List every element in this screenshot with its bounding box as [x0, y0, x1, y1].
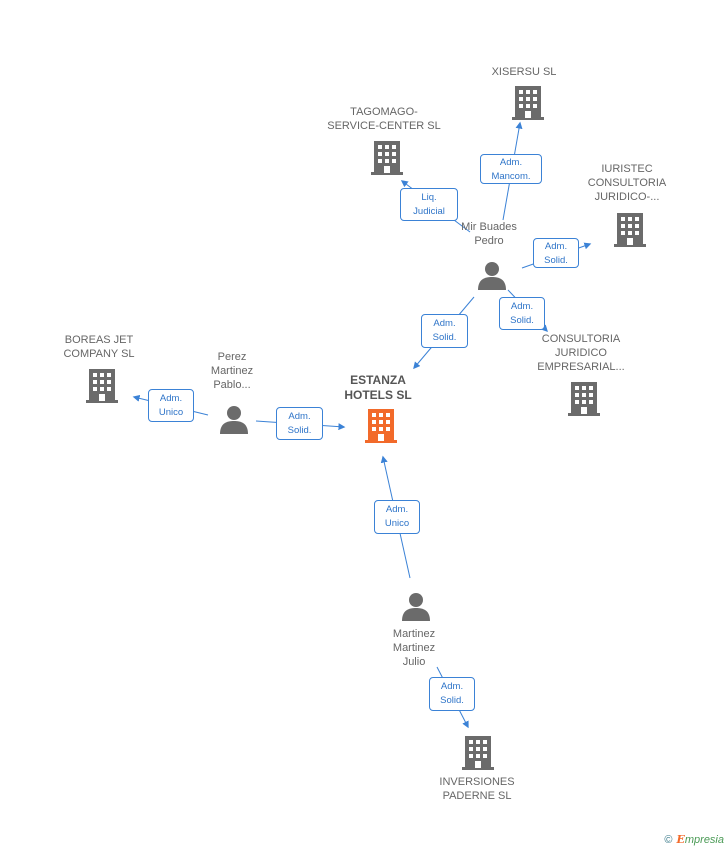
building-icon[interactable]: [462, 736, 494, 770]
node-label-martinez[interactable]: Martinez Martinez Julio: [392, 628, 436, 668]
building-icon[interactable]: [371, 141, 403, 175]
copyright-icon: ©: [664, 834, 673, 846]
node-label-center[interactable]: ESTANZA HOTELS SL: [344, 373, 412, 402]
building-icon[interactable]: [614, 213, 646, 247]
building-icon-center[interactable]: [365, 409, 397, 443]
edge-label-martinez-center[interactable]: Adm. Unico: [374, 500, 420, 534]
brand-logo-text: mpresia: [684, 834, 724, 846]
node-label-tagomago[interactable]: TAGOMAGO- SERVICE-CENTER SL: [327, 106, 441, 132]
edge-label-mir-tagomago[interactable]: Liq. Judicial: [400, 188, 458, 221]
building-icon[interactable]: [86, 369, 118, 403]
building-icon[interactable]: [568, 382, 600, 416]
brand-watermark: ©Empresia: [664, 833, 724, 846]
edge-label-mir-center[interactable]: Adm. Solid.: [421, 314, 468, 348]
edge-label-mir-iuristec[interactable]: Adm. Solid.: [533, 238, 579, 268]
edge-label-mir-consultoria[interactable]: Adm. Solid.: [499, 297, 545, 330]
edge-label-perez-boreas[interactable]: Adm. Unico: [148, 389, 194, 422]
brand-logo-e: E: [676, 833, 685, 846]
node-label-inversiones[interactable]: INVERSIONES PADERNE SL: [439, 776, 515, 802]
node-label-xisersu[interactable]: XISERSU SL: [491, 66, 557, 78]
node-label-perez[interactable]: Perez Martinez Pablo...: [210, 351, 254, 391]
person-icon[interactable]: [401, 591, 431, 621]
building-icon[interactable]: [512, 86, 544, 120]
edge-label-mir-xisersu[interactable]: Adm. Mancom.: [480, 154, 542, 184]
node-label-iuristec[interactable]: IURISTEC CONSULTORIA JURIDICO-...: [587, 163, 667, 203]
edge-label-perez-center[interactable]: Adm. Solid.: [276, 407, 323, 440]
edge-label-martinez-inversiones[interactable]: Adm. Solid.: [429, 677, 475, 711]
node-label-mir[interactable]: Mir Buades Pedro: [461, 221, 517, 247]
person-icon[interactable]: [477, 260, 507, 290]
node-label-consultoria[interactable]: CONSULTORIA JURIDICO EMPRESARIAL...: [537, 333, 625, 373]
person-icon[interactable]: [219, 404, 249, 434]
node-label-boreas[interactable]: BOREAS JET COMPANY SL: [63, 334, 135, 360]
